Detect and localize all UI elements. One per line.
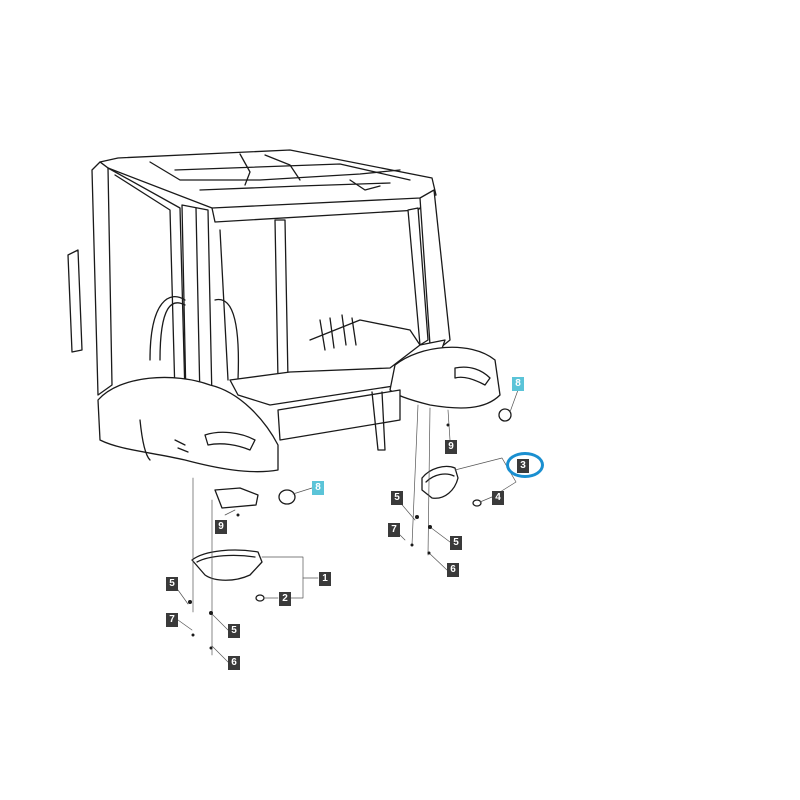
callout-5[interactable]: 5 — [166, 577, 178, 591]
callout-9[interactable]: 9 — [445, 440, 457, 454]
front-left-pillar — [181, 204, 213, 401]
left-fender — [97, 376, 279, 509]
right-lamp-part — [421, 465, 459, 499]
callout-5[interactable]: 5 — [450, 536, 462, 550]
right-fender — [389, 346, 501, 409]
callout-4[interactable]: 4 — [492, 491, 504, 505]
callout-3-selected[interactable]: 3 — [517, 459, 529, 473]
selection-ring — [506, 452, 544, 478]
callout-9[interactable]: 9 — [215, 520, 227, 534]
left-lamp-part — [191, 549, 263, 581]
callout-1[interactable]: 1 — [319, 572, 331, 586]
callout-8-highlighted[interactable]: 8 — [312, 481, 324, 495]
left-door-frame — [67, 161, 186, 396]
callout-5[interactable]: 5 — [228, 624, 240, 638]
callout-7[interactable]: 7 — [166, 613, 178, 627]
roof-frame — [99, 149, 437, 223]
callout-7[interactable]: 7 — [388, 523, 400, 537]
right-pillars — [219, 189, 451, 381]
callout-8-highlighted[interactable]: 8 — [512, 377, 524, 391]
callout-6[interactable]: 6 — [447, 563, 459, 577]
callout-5[interactable]: 5 — [391, 491, 403, 505]
callout-2[interactable]: 2 — [279, 592, 291, 606]
callout-6[interactable]: 6 — [228, 656, 240, 670]
